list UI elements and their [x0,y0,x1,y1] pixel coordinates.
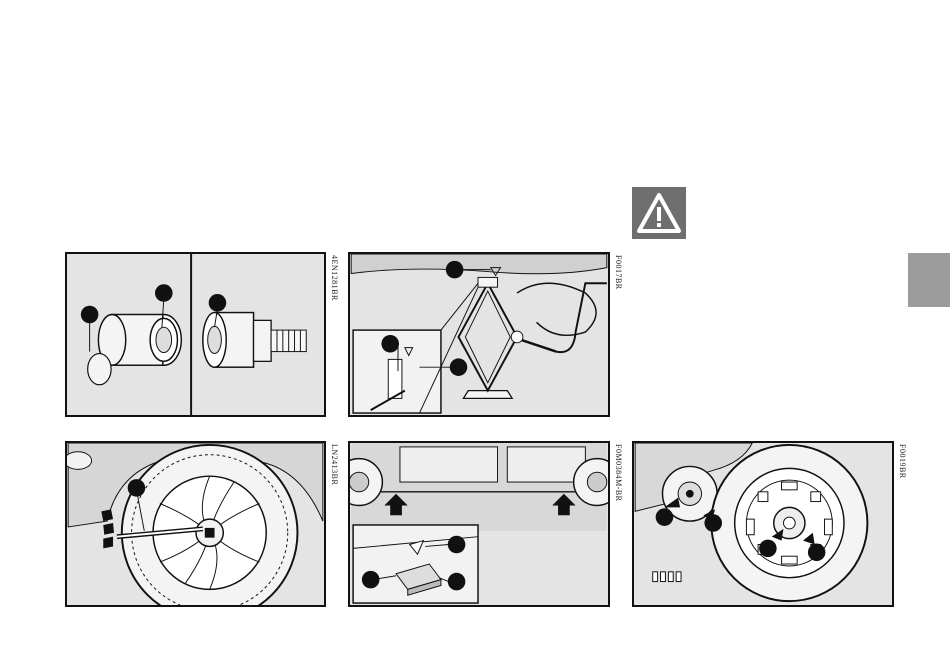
figure-code: LN2413BR [330,444,339,485]
figure-code: F0017BR [614,255,623,290]
figure-code: F0M0384M-BR [614,444,623,502]
figure-code: F0019BR [898,444,907,479]
figure-code: 4EN1281BR [330,255,339,301]
figure-wheel-loosening [65,441,326,607]
figure-lifting-points [348,441,610,607]
figure-scissor-jack [348,252,610,417]
warning-triangle-icon [632,187,686,239]
chapter-thumb-tab [908,253,950,307]
figure-spare-wheel [632,441,894,607]
figure-bolt-adapter [65,252,326,417]
